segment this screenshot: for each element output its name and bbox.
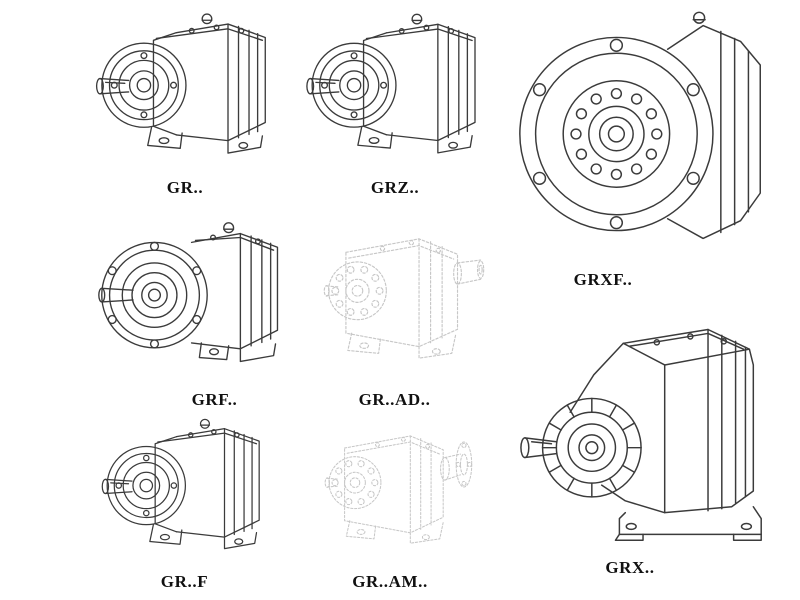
gearbox-drawing-grz bbox=[295, 4, 495, 176]
figure-label-gr: GR.. bbox=[166, 178, 204, 197]
figure-label-grx: GRX.. bbox=[605, 558, 655, 577]
gearbox-drawing-grad bbox=[292, 210, 497, 388]
gearbox-drawing-grf2 bbox=[82, 410, 287, 570]
figure-grz: GRZ.. bbox=[295, 4, 495, 198]
figure-gr: GR.. bbox=[82, 4, 288, 198]
gearbox-drawing-grxf bbox=[508, 0, 778, 268]
figure-grx: GRX.. bbox=[505, 298, 785, 578]
gearbox-drawing-gr bbox=[82, 4, 288, 176]
figure-grf2: GR..F bbox=[82, 410, 287, 592]
figure-grf: GRF.. bbox=[92, 210, 297, 410]
figure-grad: GR..AD.. bbox=[292, 210, 497, 410]
gearbox-drawing-gram bbox=[290, 410, 490, 570]
gearbox-drawing-grf bbox=[92, 210, 297, 388]
gearbox-drawing-grx bbox=[505, 298, 785, 556]
figure-label-grxf: GRXF.. bbox=[573, 270, 633, 289]
figure-grxf: GRXF.. bbox=[508, 0, 778, 290]
figure-label-gram: GR..AM.. bbox=[352, 572, 428, 591]
figure-label-grad: GR..AD.. bbox=[358, 390, 431, 409]
figure-gram: GR..AM.. bbox=[290, 410, 490, 592]
figure-label-grf2: GR..F bbox=[160, 572, 209, 591]
figure-label-grf: GRF.. bbox=[191, 390, 238, 409]
figure-label-grz: GRZ.. bbox=[370, 178, 420, 197]
